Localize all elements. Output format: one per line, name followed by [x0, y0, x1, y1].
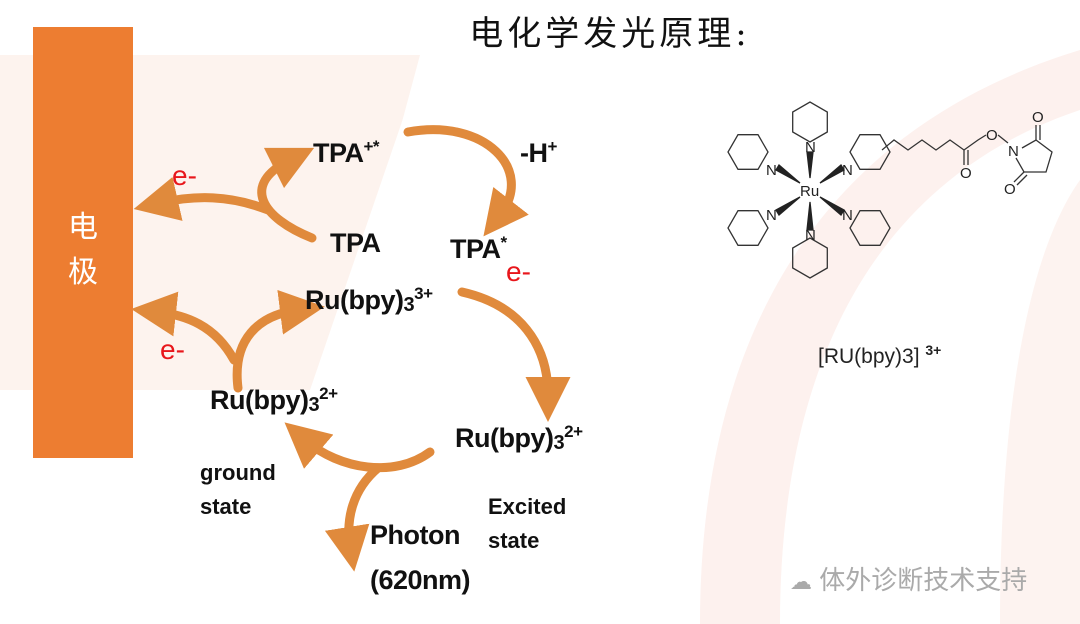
electron-label-3: e- — [160, 334, 185, 365]
background-arc — [700, 50, 1080, 624]
label-ru-2plus-excited: Ru(bpy)32+ — [455, 422, 583, 454]
atom-n: N — [1008, 143, 1019, 160]
ground-state-line1: ground — [200, 460, 276, 485]
excited-state-line2: state — [488, 528, 540, 553]
atom-o: O — [1032, 109, 1044, 126]
bond-wedge — [775, 164, 801, 184]
molecule-caption: [RU(bpy)3] 3+ — [818, 342, 942, 368]
atom-n: N — [842, 162, 853, 179]
electrode-label-1: 电 — [68, 210, 98, 245]
atom-ru: Ru — [800, 183, 819, 200]
electrode: 电 极 — [33, 27, 133, 458]
atom-o: O — [960, 165, 972, 182]
ground-state-line2: state — [200, 494, 252, 519]
bond-wedge — [806, 201, 814, 231]
bond-wedge — [806, 151, 814, 179]
label-ru-3plus: Ru(bpy)33+ — [305, 284, 433, 316]
label-deprotonation: -H+ — [520, 137, 557, 168]
atom-n: N — [842, 207, 853, 224]
pyridine-ring — [849, 134, 891, 170]
atom-n: N — [766, 207, 777, 224]
arrow-electron-tpa — [133, 177, 273, 221]
arrow-tpa-oxidation — [257, 147, 317, 243]
arrow-ru-oxidation — [232, 289, 325, 393]
atom-n: N — [805, 139, 816, 156]
background-arc-inner — [1000, 180, 1080, 624]
watermark: ☁ 体外诊断技术支持 — [790, 565, 1028, 595]
label-tpa: TPA — [330, 228, 381, 258]
bond-wedge — [819, 164, 845, 184]
bond-wedge — [819, 196, 845, 216]
atom-n: N — [766, 162, 777, 179]
ru-bonds — [775, 151, 845, 231]
arrow-deprotonation — [403, 125, 529, 237]
pyridine-ring — [727, 134, 769, 170]
atom-n: N — [805, 227, 816, 244]
atom-o: O — [1004, 181, 1016, 198]
label-tpa-radical-cation: TPA+* — [313, 137, 380, 168]
photon-line2: (620nm) — [370, 565, 471, 595]
electron-label-2: e- — [506, 256, 531, 287]
arrow-excitation — [457, 287, 571, 422]
arrow-photon-emission — [324, 463, 383, 572]
wechat-icon: ☁ — [790, 569, 812, 594]
pyridine-ring — [792, 237, 828, 279]
arrow-relaxation — [284, 422, 435, 473]
pyridine-ring — [727, 210, 769, 246]
photon-line1: Photon — [370, 520, 460, 550]
label-tpa-radical: TPA* — [450, 233, 507, 264]
excited-state-line1: Excited — [488, 494, 567, 519]
electrode-label-2: 极 — [68, 255, 98, 290]
bond-wedge — [775, 196, 801, 216]
nhs-ester-chain — [881, 125, 1053, 186]
atom-o: O — [986, 127, 998, 144]
pyridine-ring — [849, 210, 891, 246]
electron-label-1: e- — [172, 160, 197, 191]
pyridine-ring — [792, 101, 828, 143]
label-ru-2plus-ground: Ru(bpy)32+ — [210, 384, 338, 416]
arrow-electron-ru — [131, 291, 239, 365]
page-title: 电化学发光原理: — [469, 14, 751, 54]
